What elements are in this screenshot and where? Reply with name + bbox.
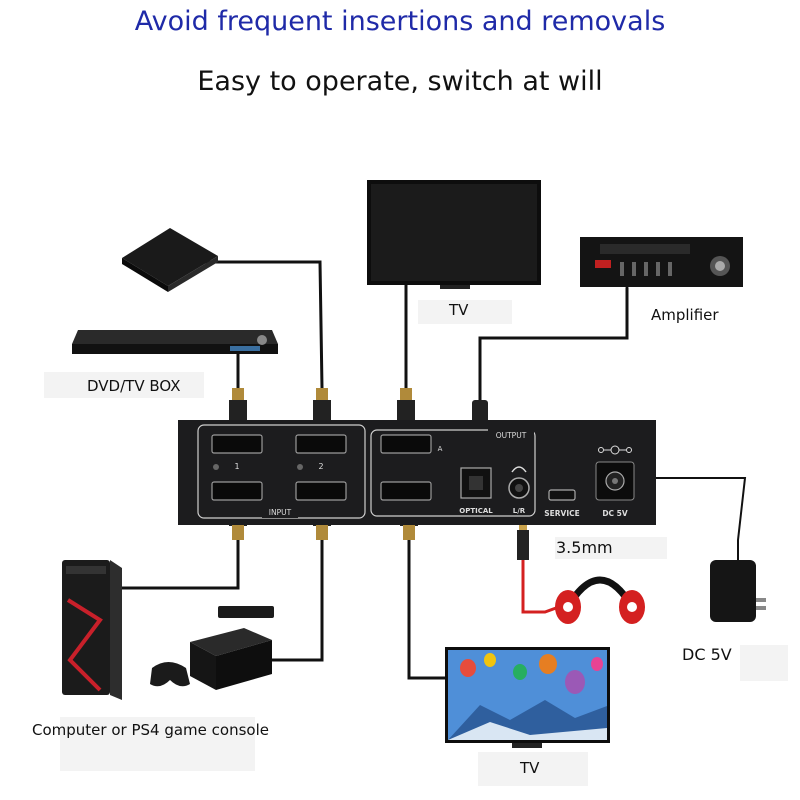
cable-computer	[106, 538, 240, 590]
service-usb-port	[548, 489, 576, 501]
panel-label-service: SERVICE	[544, 509, 580, 518]
dc-polarity-icon	[598, 445, 632, 455]
label-amplifier: Amplifier	[651, 306, 719, 324]
media-box-device	[122, 228, 218, 292]
led-1	[213, 464, 219, 470]
plug-media-box	[313, 388, 331, 422]
label-dvd-box: DVD/TV BOX	[87, 377, 181, 395]
tv-top-device	[367, 180, 541, 289]
panel-label-port-1: 1	[234, 462, 239, 471]
output-group-frame	[370, 429, 536, 517]
hdmi-port-in-1	[211, 434, 263, 454]
panel-label-output: OUTPUT	[496, 431, 527, 440]
cable-tv-bottom	[407, 538, 449, 680]
hdmi-ports	[211, 434, 432, 501]
panel-label-input: INPUT	[269, 508, 292, 517]
panel-label-optical: OPTICAL	[459, 507, 493, 515]
hdmi-port-in-4	[295, 481, 347, 501]
label-headphone-jack: 3.5mm	[556, 538, 613, 557]
cables	[106, 260, 747, 680]
panel-label-port-2: 2	[318, 462, 323, 471]
amplifier-device	[580, 237, 743, 287]
hdmi-port-out-b	[380, 481, 432, 501]
headphone-icon	[511, 466, 527, 473]
label-tv-top: TV	[449, 301, 469, 319]
label-tv-bottom: TV	[520, 759, 540, 777]
plug-tv-top	[397, 388, 415, 422]
hdmi-switch-panel: INPUT OUTPUT 1 2 A OPTICAL L/R SERVICE D…	[178, 420, 656, 525]
panel-label-dc: DC 5V	[602, 509, 628, 518]
kinect-sensor	[218, 606, 274, 618]
cable-dc-power	[654, 477, 747, 563]
cable-console	[268, 538, 324, 662]
panel-label-lr: L/R	[513, 507, 526, 515]
plug-dvd	[229, 388, 247, 422]
headline-secondary: Easy to operate, switch at will	[197, 66, 603, 97]
game-controller	[150, 662, 190, 687]
power-adapter-device	[710, 560, 766, 622]
dvd-player-device	[72, 330, 278, 354]
label-computer-console: Computer or PS4 game console	[32, 721, 269, 739]
tv-bottom-device	[445, 647, 610, 748]
hdmi-port-out-a	[380, 434, 432, 454]
headline-primary: Avoid frequent insertions and removals	[134, 6, 666, 37]
panel-label-port-a: A	[438, 445, 443, 453]
optical-port	[460, 467, 492, 499]
cable-media-box	[203, 260, 324, 390]
cable-amplifier	[478, 286, 629, 402]
label-dc-power: DC 5V	[682, 645, 732, 664]
computer-tower-device	[62, 560, 122, 700]
hdmi-port-in-2	[295, 434, 347, 454]
game-console-device	[150, 606, 274, 690]
headphones-device	[555, 576, 645, 624]
hdmi-port-in-3	[211, 481, 263, 501]
led-2	[297, 464, 303, 470]
